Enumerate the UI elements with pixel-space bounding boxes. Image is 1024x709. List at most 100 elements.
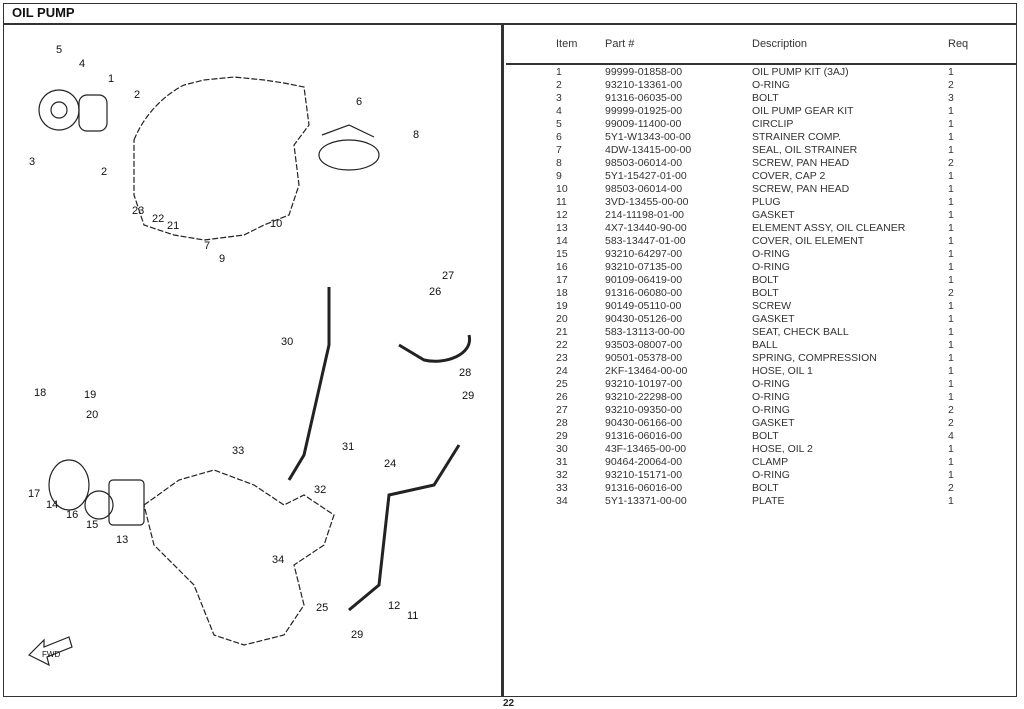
part-number-cell: 91316-06080-00 (605, 287, 683, 299)
item-cell: 5 (556, 118, 562, 130)
req-cell: 1 (948, 326, 954, 338)
callout: 28 (459, 367, 471, 379)
req-cell: 2 (948, 417, 954, 429)
part-number-cell: 93210-64297-00 (605, 248, 683, 260)
description-cell: BOLT (752, 92, 779, 104)
part-number-cell: 90464-20064-00 (605, 456, 683, 468)
upper-crankcase-outline (133, 76, 310, 241)
req-cell: 1 (948, 365, 954, 377)
item-cell: 12 (556, 209, 568, 221)
oil-pump-gear (38, 89, 80, 131)
item-cell: 3 (556, 92, 562, 104)
description-cell: O-RING (752, 248, 790, 260)
callout: 24 (384, 458, 396, 470)
req-cell: 4 (948, 430, 954, 442)
callout: 4 (79, 58, 85, 70)
hose-30 (287, 287, 331, 481)
req-cell: 2 (948, 157, 954, 169)
part-number-cell: 90109-06419-00 (605, 274, 683, 286)
description-cell: GASKET (752, 417, 795, 429)
item-cell: 6 (556, 131, 562, 143)
item-cell: 16 (556, 261, 568, 273)
description-cell: COVER, OIL ELEMENT (752, 235, 865, 247)
description-cell: PLUG (752, 196, 781, 208)
part-number-cell: 91316-06016-00 (605, 430, 683, 442)
callout: 2 (134, 89, 140, 101)
req-cell: 1 (948, 261, 954, 273)
item-cell: 9 (556, 170, 562, 182)
item-cell: 34 (556, 495, 568, 507)
callout: 11 (407, 610, 418, 622)
description-cell: HOSE, OIL 1 (752, 365, 813, 377)
item-cell: 1 (556, 66, 562, 78)
callout: 10 (270, 218, 282, 230)
callout: 12 (388, 600, 400, 612)
item-cell: 18 (556, 287, 568, 299)
req-cell: 1 (948, 131, 954, 143)
header-item: Item (556, 38, 578, 50)
req-cell: 1 (948, 339, 954, 351)
req-cell: 1 (948, 235, 954, 247)
part-number-cell: 93210-15171-00 (605, 469, 683, 481)
description-cell: OIL PUMP GEAR KIT (752, 105, 854, 117)
description-cell: O-RING (752, 378, 790, 390)
oil-pump-body (78, 94, 108, 132)
description-cell: HOSE, OIL 2 (752, 443, 813, 455)
callout: 31 (342, 441, 354, 453)
callout: 3 (29, 156, 35, 168)
item-cell: 32 (556, 469, 568, 481)
req-cell: 1 (948, 183, 954, 195)
description-cell: CLAMP (752, 456, 789, 468)
description-cell: STRAINER COMP. (752, 131, 842, 143)
req-cell: 2 (948, 79, 954, 91)
req-cell: 1 (948, 495, 954, 507)
part-number-cell: 90430-06166-00 (605, 417, 683, 429)
description-cell: O-RING (752, 79, 790, 91)
callout: 23 (132, 205, 144, 217)
callout: 26 (429, 286, 441, 298)
callout: 16 (66, 509, 78, 521)
callout: 13 (116, 534, 128, 546)
callout: 21 (167, 220, 179, 232)
callout: 29 (462, 390, 474, 402)
callout: 20 (86, 409, 98, 421)
part-number-cell: 99999-01925-00 (605, 105, 683, 117)
description-cell: SPRING, COMPRESSION (752, 352, 877, 364)
description-cell: SCREW (752, 300, 792, 312)
item-cell: 26 (556, 391, 568, 403)
part-number-cell: 90149-05110-00 (605, 300, 682, 312)
description-cell: GASKET (752, 209, 795, 221)
item-cell: 24 (556, 365, 568, 377)
part-number-cell: 93210-09350-00 (605, 404, 683, 416)
description-cell: BOLT (752, 287, 779, 299)
callout: 30 (281, 336, 293, 348)
description-cell: COVER, CAP 2 (752, 170, 826, 182)
part-number-cell: 98503-06014-00 (605, 157, 683, 169)
item-cell: 7 (556, 144, 562, 156)
item-cell: 23 (556, 352, 568, 364)
description-cell: CIRCLIP (752, 118, 794, 130)
description-cell: O-RING (752, 469, 790, 481)
description-cell: OIL PUMP KIT (3AJ) (752, 66, 849, 78)
oil-filter-cover (48, 459, 90, 511)
page-number: 22 (503, 698, 515, 709)
description-cell: PLATE (752, 495, 785, 507)
req-cell: 1 (948, 313, 954, 325)
callout: 7 (204, 240, 210, 252)
item-cell: 31 (556, 456, 568, 468)
